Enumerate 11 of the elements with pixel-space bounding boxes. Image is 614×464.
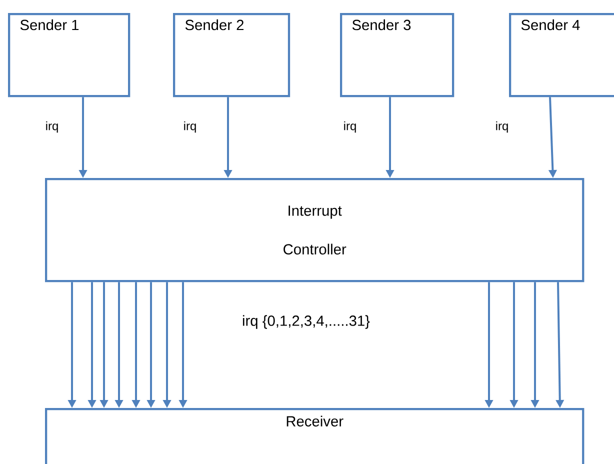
controller-box: Interrupt Controller: [45, 178, 584, 282]
sender-box: Sender 4: [509, 13, 614, 98]
sender-box: Sender 1: [8, 13, 130, 98]
edge-label: irq: [344, 121, 356, 133]
edge-label: irq: [184, 121, 196, 133]
edge-label: irq: [46, 121, 58, 133]
edge-label: irq: [496, 121, 508, 133]
receiver-box: Receiver: [45, 408, 584, 464]
sender-box: Sender 2: [173, 13, 290, 98]
sender-box: Sender 3: [340, 13, 454, 98]
bus-label: irq {0,1,2,3,4,.....31}: [242, 315, 370, 329]
